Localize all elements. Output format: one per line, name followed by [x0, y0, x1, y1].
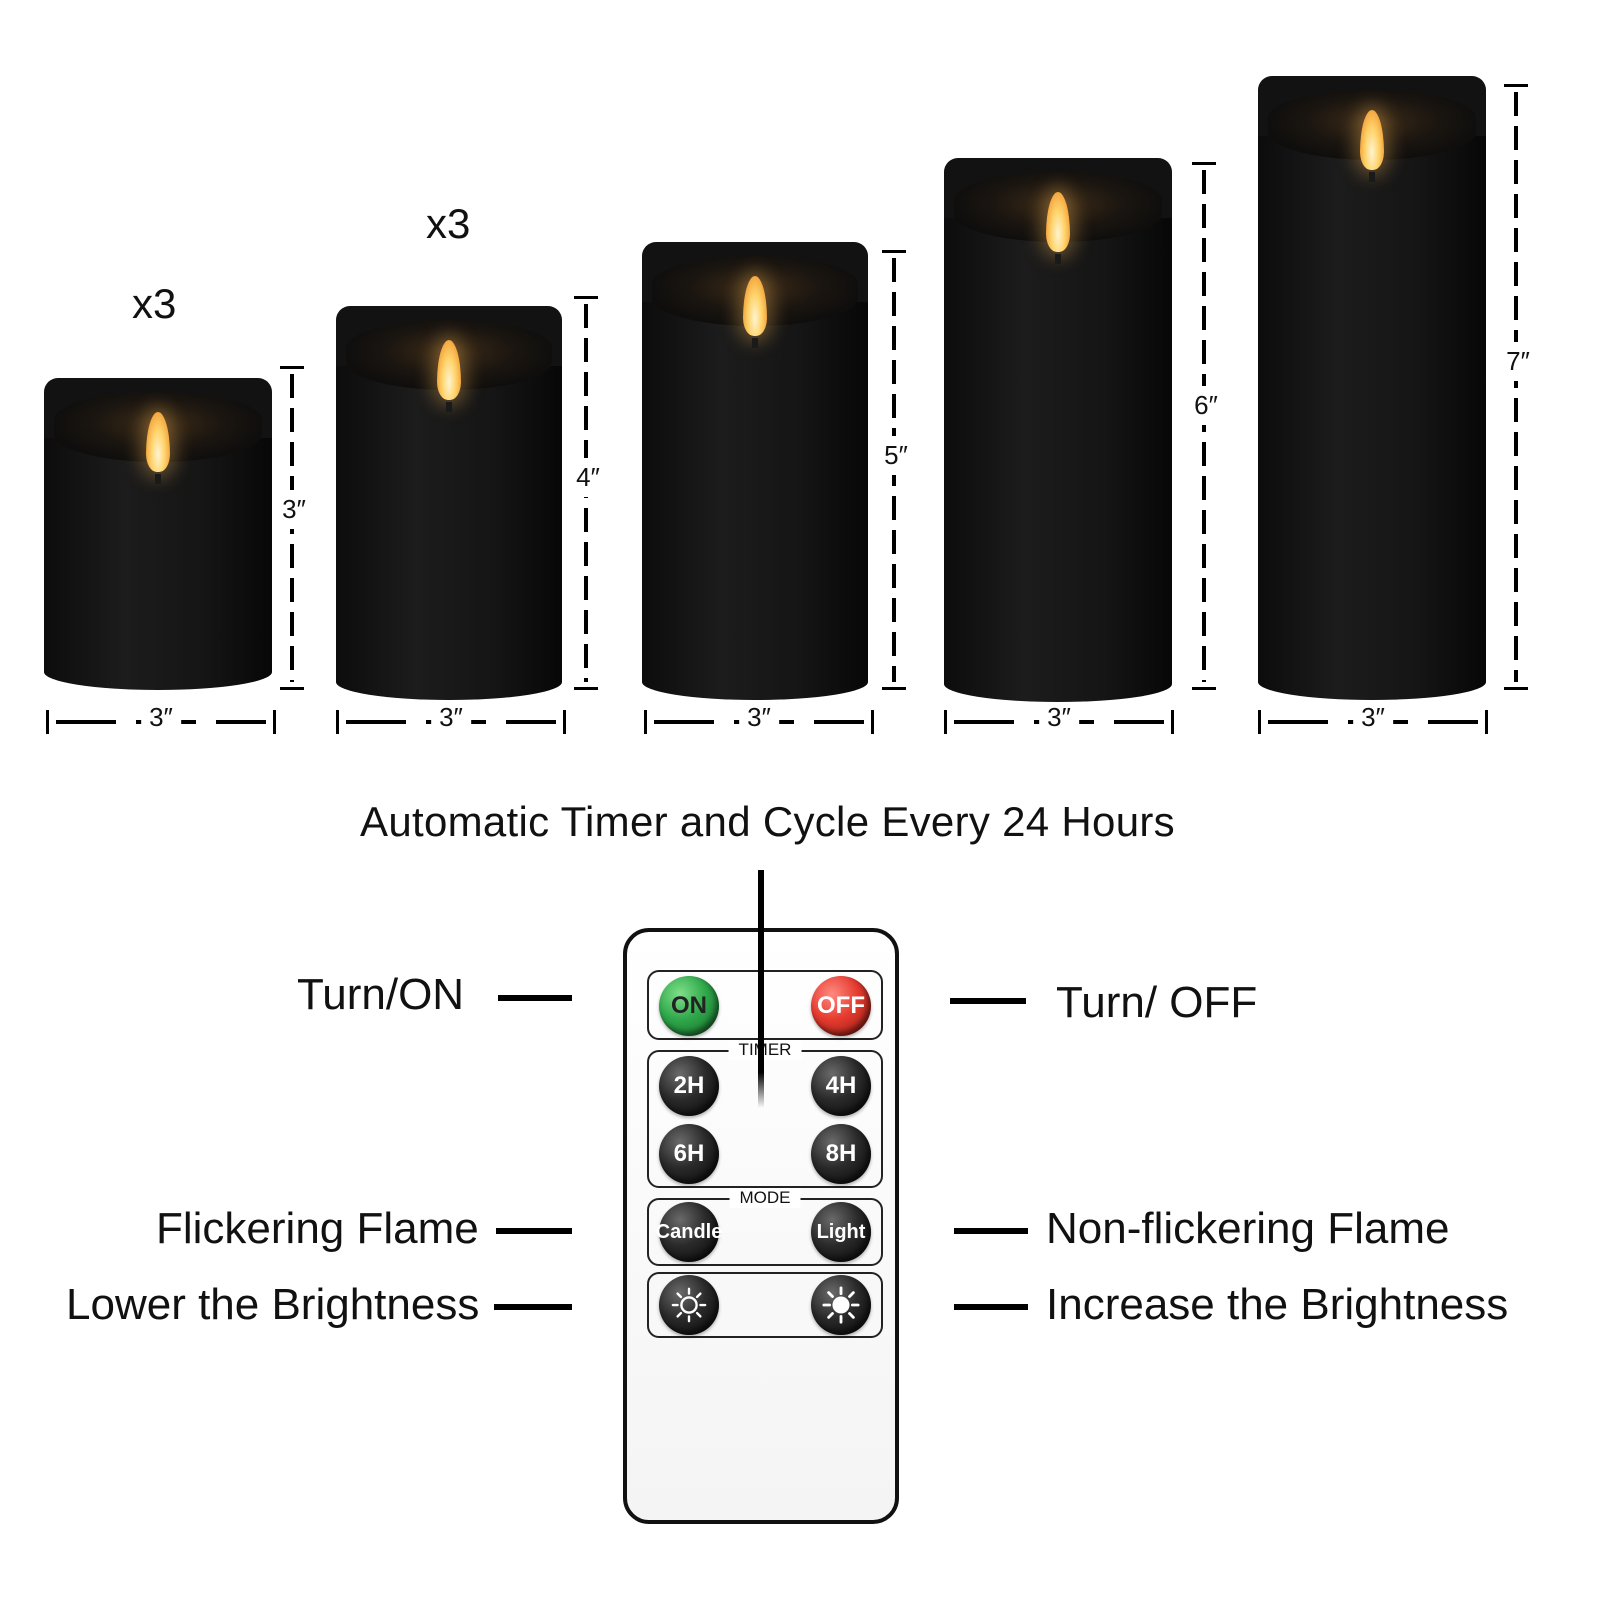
remote-control: ON OFF TIMER 2H 4H 6H 8H MODE Candle Lig…	[623, 928, 899, 1524]
flame-icon	[146, 412, 170, 472]
candle-2-count: x3	[426, 200, 471, 247]
candle-3-height-dimension: 5″	[876, 250, 916, 690]
sun-bright-icon	[822, 1286, 860, 1324]
candle-4-height-dimension: 6″	[1186, 162, 1226, 690]
callout-increase-brightness-line	[954, 1304, 1028, 1310]
timer-title: TIMER	[728, 1040, 802, 1060]
candle-2-width-dimension: 3″	[336, 702, 566, 734]
candle-1-width-dimension: 3″	[46, 702, 276, 734]
callout-turn-off-line	[950, 998, 1026, 1004]
candle-5-height-label: 7″	[1498, 342, 1538, 381]
candle-5	[1258, 76, 1486, 700]
candle-4-width-label: 3″	[1039, 702, 1079, 733]
candle-2-height-dimension: 4″	[568, 296, 608, 690]
lower-brightness-button[interactable]	[659, 1275, 719, 1335]
candle-2-height-label: 4″	[568, 458, 608, 497]
increase-brightness-button[interactable]	[811, 1275, 871, 1335]
candle-3-width-dimension: 3″	[644, 702, 874, 734]
callout-turn-off: Turn/ OFF	[1056, 978, 1258, 1027]
candle-2-width-label: 3″	[431, 702, 471, 733]
callout-turn-on-line	[498, 995, 572, 1001]
brightness-panel	[647, 1272, 883, 1338]
candle-4-height-label: 6″	[1186, 386, 1226, 425]
power-panel: ON OFF	[647, 970, 883, 1040]
callout-flickering: Flickering Flame	[156, 1204, 479, 1253]
candle-1-height-dimension: 3″	[274, 366, 314, 690]
callout-non-flickering-line	[954, 1228, 1028, 1234]
candle-3	[642, 242, 868, 700]
timer-headline: Automatic Timer and Cycle Every 24 Hours	[360, 798, 1175, 845]
off-button[interactable]: OFF	[811, 976, 871, 1036]
callout-flickering-line	[496, 1228, 572, 1234]
callout-increase-brightness: Increase the Brightness	[1046, 1280, 1509, 1329]
timer-8h-button[interactable]: 8H	[811, 1124, 871, 1184]
on-button[interactable]: ON	[659, 976, 719, 1036]
flame-icon	[437, 340, 461, 400]
candle-1-height-label: 3″	[274, 490, 314, 529]
sun-dim-icon	[671, 1287, 707, 1323]
timer-4h-button[interactable]: 4H	[811, 1056, 871, 1116]
candle-3-height-label: 5″	[876, 436, 916, 475]
candle-2	[336, 306, 562, 700]
callout-turn-on: Turn/ON	[297, 970, 465, 1019]
candle-1-width-label: 3″	[141, 702, 181, 733]
callout-lower-brightness-line	[494, 1304, 572, 1310]
candle-4	[944, 158, 1172, 702]
callout-non-flickering: Non-flickering Flame	[1046, 1204, 1450, 1253]
flame-icon	[743, 276, 767, 336]
candle-4-width-dimension: 3″	[944, 702, 1174, 734]
timer-6h-button[interactable]: 6H	[659, 1124, 719, 1184]
timer-panel: TIMER 2H 4H 6H 8H	[647, 1040, 883, 1188]
mode-title: MODE	[729, 1188, 801, 1208]
candle-5-height-dimension: 7″	[1498, 84, 1538, 690]
mode-panel: MODE Candle Light	[647, 1188, 883, 1266]
flame-icon	[1360, 110, 1384, 170]
candle-5-width-dimension: 3″	[1258, 702, 1488, 734]
candle-5-width-label: 3″	[1353, 702, 1393, 733]
timer-pointer-line	[758, 870, 764, 1108]
candle-mode-button[interactable]: Candle	[656, 1202, 722, 1262]
candle-1	[44, 378, 272, 690]
callout-lower-brightness: Lower the Brightness	[66, 1280, 480, 1329]
candle-1-count: x3	[132, 280, 177, 327]
candle-3-width-label: 3″	[739, 702, 779, 733]
light-mode-button[interactable]: Light	[811, 1202, 871, 1262]
timer-2h-button[interactable]: 2H	[659, 1056, 719, 1116]
flame-icon	[1046, 192, 1070, 252]
